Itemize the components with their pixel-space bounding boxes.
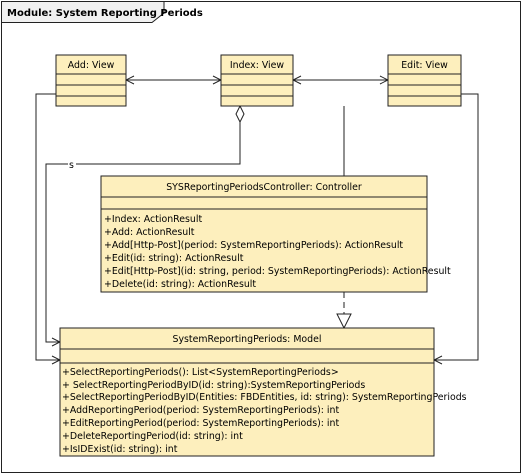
realization-triangle [336, 313, 352, 330]
controller-class[interactable]: SYSReportingPeriodsController: Controlle… [100, 175, 451, 293]
edit-view-title: Edit: View [401, 60, 448, 71]
edit-model-association [434, 93, 479, 360]
controller-method: +Delete(id: string): ActionResult [104, 279, 256, 290]
edit-view-box [387, 54, 462, 107]
model-method: +DeleteReportingPeriod(id: string): int [62, 431, 243, 442]
module-tab [1, 1, 165, 23]
model-class[interactable]: SystemReportingPeriods: Model +SelectRep… [59, 327, 467, 457]
model-method: +IsIDExist(id: string): int [62, 444, 178, 455]
controller-method: +Add[Http-Post](period: SystemReportingP… [104, 240, 403, 251]
index-view-class[interactable]: Index: View [220, 54, 294, 107]
index-view-title: Index: View [230, 60, 285, 71]
model-method: +SelectReportingPeriodByID(Entities: FBD… [62, 392, 467, 403]
add-model-association [35, 93, 60, 360]
controller-box [100, 175, 428, 293]
controller-method: +Add: ActionResult [104, 227, 195, 238]
add-view-title: Add: View [68, 60, 115, 71]
model-method: +AddReportingPeriod(period: SystemReport… [62, 405, 339, 416]
model-method: +SelectReportingPeriods(): List<SystemRe… [62, 367, 339, 378]
model-method: + SelectReportingPeriodByID(id: string):… [62, 380, 365, 391]
aggregation-diamond [235, 104, 245, 124]
module-title: Module: System Reporting Periods [7, 8, 203, 19]
model-method: +EditReportingPeriod(period: SystemRepor… [62, 418, 339, 429]
model-title: SystemReportingPeriods: Model [173, 334, 322, 345]
add-view-class[interactable]: Add: View [55, 54, 127, 107]
association-label: s [69, 160, 74, 171]
add-view-box [55, 54, 127, 107]
controller-method: +Edit(id: string): ActionResult [104, 253, 244, 264]
index-model-aggregation [45, 122, 241, 342]
controller-title: SYSReportingPeriodsController: Controlle… [166, 182, 362, 193]
edit-view-class[interactable]: Edit: View [387, 54, 462, 107]
controller-method: +Index: ActionResult [104, 214, 202, 225]
controller-method: +Edit[Http-Post](id: string, period: Sys… [104, 266, 451, 277]
index-view-box [220, 54, 294, 107]
